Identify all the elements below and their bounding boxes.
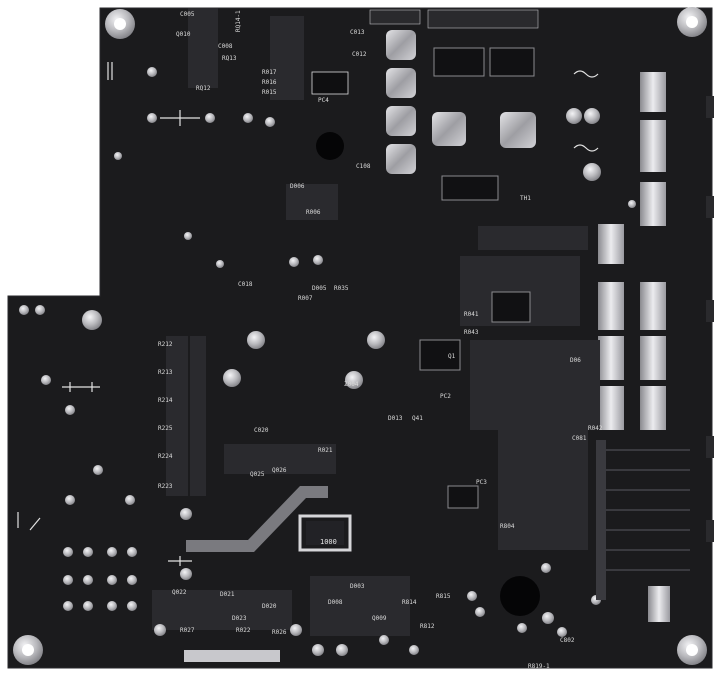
label-rq13: RQ13	[222, 55, 237, 62]
label-r212: R212	[158, 341, 173, 348]
label-r041: R041	[464, 311, 479, 318]
label-r015: R015	[262, 89, 277, 96]
label-q025: Q025	[250, 471, 265, 478]
copper-pad-block	[298, 514, 352, 552]
large-pads-column	[386, 30, 536, 174]
label-r021: R021	[318, 447, 333, 454]
label-r042: R042	[588, 425, 603, 432]
label-r223: R223	[158, 483, 173, 490]
mounting-hole-top-right	[677, 7, 707, 37]
right-pad-stack	[596, 440, 606, 600]
label-r035: R035	[334, 285, 349, 292]
smd-resistor-column	[152, 8, 410, 662]
label-r804: R804	[500, 523, 515, 530]
label-r225: R225	[158, 425, 173, 432]
label-d003: D003	[350, 583, 365, 590]
label-d006: D006	[290, 183, 305, 190]
label-r022: R022	[236, 627, 251, 634]
label-c108: C108	[356, 163, 371, 170]
label-q41: Q41	[412, 415, 423, 422]
label-r213: R213	[158, 369, 173, 376]
label-d020: D020	[262, 603, 277, 610]
label-r017: R017	[262, 69, 277, 76]
silkscreen-symbols	[17, 62, 599, 566]
label-c802: C802	[560, 637, 575, 644]
label-d005: D005	[312, 285, 327, 292]
label-d013: D013	[388, 415, 403, 422]
label-q009: Q009	[372, 615, 387, 622]
chip-pc4	[311, 71, 349, 95]
smd-cluster-center	[419, 47, 600, 550]
mounting-hole-bottom-left	[13, 635, 43, 665]
label-q1: Q1	[448, 353, 456, 360]
label-q022: Q022	[172, 589, 187, 596]
label-rq12: RQ12	[196, 85, 211, 92]
label-c012: C012	[352, 51, 367, 58]
label-d021: D021	[220, 591, 235, 598]
right-trace-lines	[606, 449, 690, 571]
dark-copper-round	[500, 576, 540, 616]
label-r224: R224	[158, 453, 173, 460]
label-r026: R026	[272, 629, 287, 636]
mounting-hole-bottom-right	[677, 635, 707, 665]
label-r043: R043	[464, 329, 479, 336]
heatsink-solder-strips	[598, 72, 670, 622]
label-c020: C020	[254, 427, 269, 434]
label-d023: D023	[232, 615, 247, 622]
dark-fiducial	[316, 132, 344, 160]
label-c081: C081	[572, 435, 587, 442]
label-c008: C008	[218, 43, 233, 50]
label-c005: C005	[180, 11, 195, 18]
edge-connector-stubs	[706, 96, 714, 542]
label-r814: R814	[402, 599, 417, 606]
label-rq14: RQ14-1	[235, 10, 242, 32]
label-pc4: PC4	[318, 97, 329, 104]
label-d06: D06	[570, 357, 581, 364]
through-hole-pads	[19, 67, 636, 656]
label-r812: R812	[420, 623, 435, 630]
label-1000: 1000	[320, 538, 337, 546]
label-r027: R027	[180, 627, 195, 634]
label-r016: R016	[262, 79, 277, 86]
label-q026: Q026	[272, 467, 287, 474]
label-d008: D008	[328, 599, 343, 606]
mounting-hole-top-left	[105, 9, 135, 39]
copper-trace-diagonal	[186, 486, 328, 552]
label-r214: R214	[158, 397, 173, 404]
label-c013: C013	[350, 29, 365, 36]
label-r819: R819-1	[528, 663, 550, 670]
label-q010: Q010	[176, 31, 191, 38]
label-d004: Z004	[344, 381, 359, 388]
label-r815: R815	[436, 593, 451, 600]
label-th1: TH1	[520, 195, 531, 202]
label-r006: R006	[306, 209, 321, 216]
label-pc3: PC3	[476, 479, 487, 486]
label-r007: R007	[298, 295, 313, 302]
silkscreen-labels: RQ14-1 C005 Q010 C008 RQ12 RQ13 R017 R01…	[158, 10, 603, 670]
label-c018: C018	[238, 281, 253, 288]
label-pc2: PC2	[440, 393, 451, 400]
top-header-pins	[369, 9, 539, 29]
